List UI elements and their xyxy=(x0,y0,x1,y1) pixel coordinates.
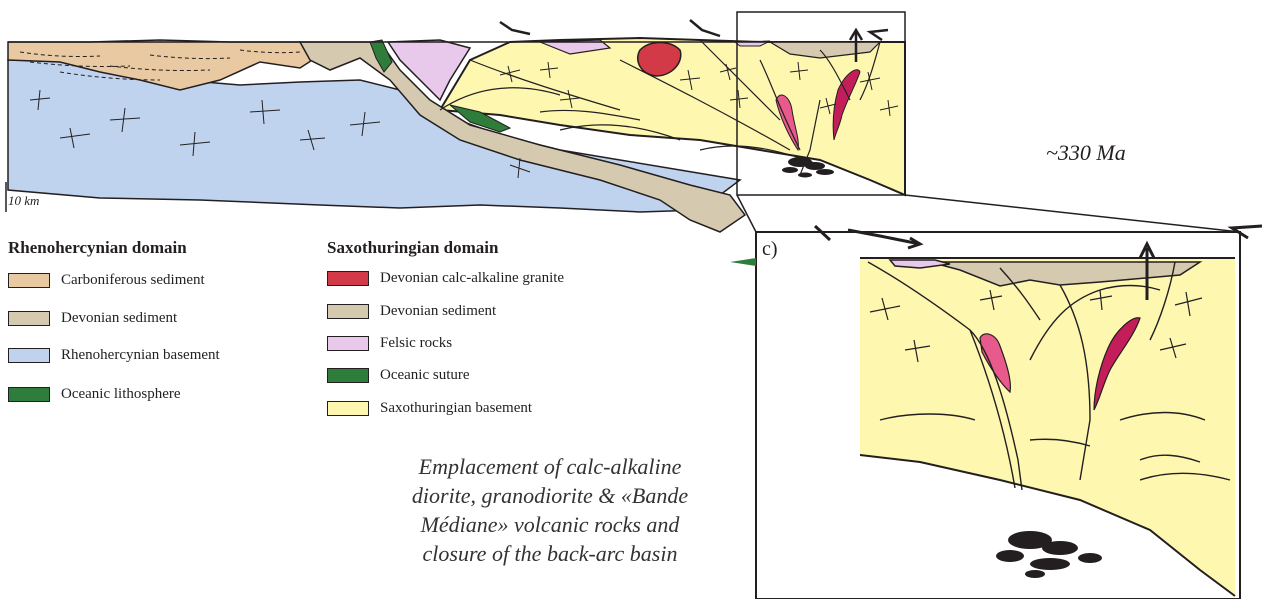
legend-label: Devonian calc-alkaline granite xyxy=(380,270,564,287)
inset-panel-label: c) xyxy=(762,238,778,261)
legend-swatch xyxy=(8,311,50,326)
caption-line: Emplacement of calc-alkaline xyxy=(340,452,760,481)
saxothuringian-legend-title: Saxothuringian domain xyxy=(327,238,498,258)
oceanic-fragment xyxy=(730,258,756,266)
inset-panel xyxy=(730,226,1262,599)
legend-label: Devonian sediment xyxy=(380,303,496,320)
legend-swatch xyxy=(8,348,50,363)
legend-swatch xyxy=(8,273,50,288)
caption-line: Médiane» volcanic rocks and xyxy=(340,510,760,539)
rhenohercynian-legend-title: Rhenohercynian domain xyxy=(8,238,187,258)
legend-swatch xyxy=(327,304,369,319)
main-cross-section xyxy=(6,12,1240,232)
age-label: ~330 Ma xyxy=(1046,140,1126,166)
legend-swatch xyxy=(327,271,369,286)
legend-label: Oceanic suture xyxy=(380,367,470,384)
legend-label: Oceanic lithosphere xyxy=(61,386,181,403)
caption-line: closure of the back-arc basin xyxy=(340,539,760,568)
legend-label: Devonian sediment xyxy=(61,310,177,327)
caption-line: diorite, granodiorite & «Bande xyxy=(340,481,760,510)
legend-label: Felsic rocks xyxy=(380,335,452,352)
legend-swatch xyxy=(327,336,369,351)
scale-label: 10 km xyxy=(8,193,39,209)
legend-label: Carboniferous sediment xyxy=(61,272,205,289)
figure-caption: Emplacement of calc-alkaline diorite, gr… xyxy=(340,452,760,568)
legend-swatch xyxy=(327,368,369,383)
legend-swatch xyxy=(327,401,369,416)
legend-label: Rhenohercynian basement xyxy=(61,347,220,364)
legend-swatch xyxy=(8,387,50,402)
legend-label: Saxothuringian basement xyxy=(380,400,532,417)
